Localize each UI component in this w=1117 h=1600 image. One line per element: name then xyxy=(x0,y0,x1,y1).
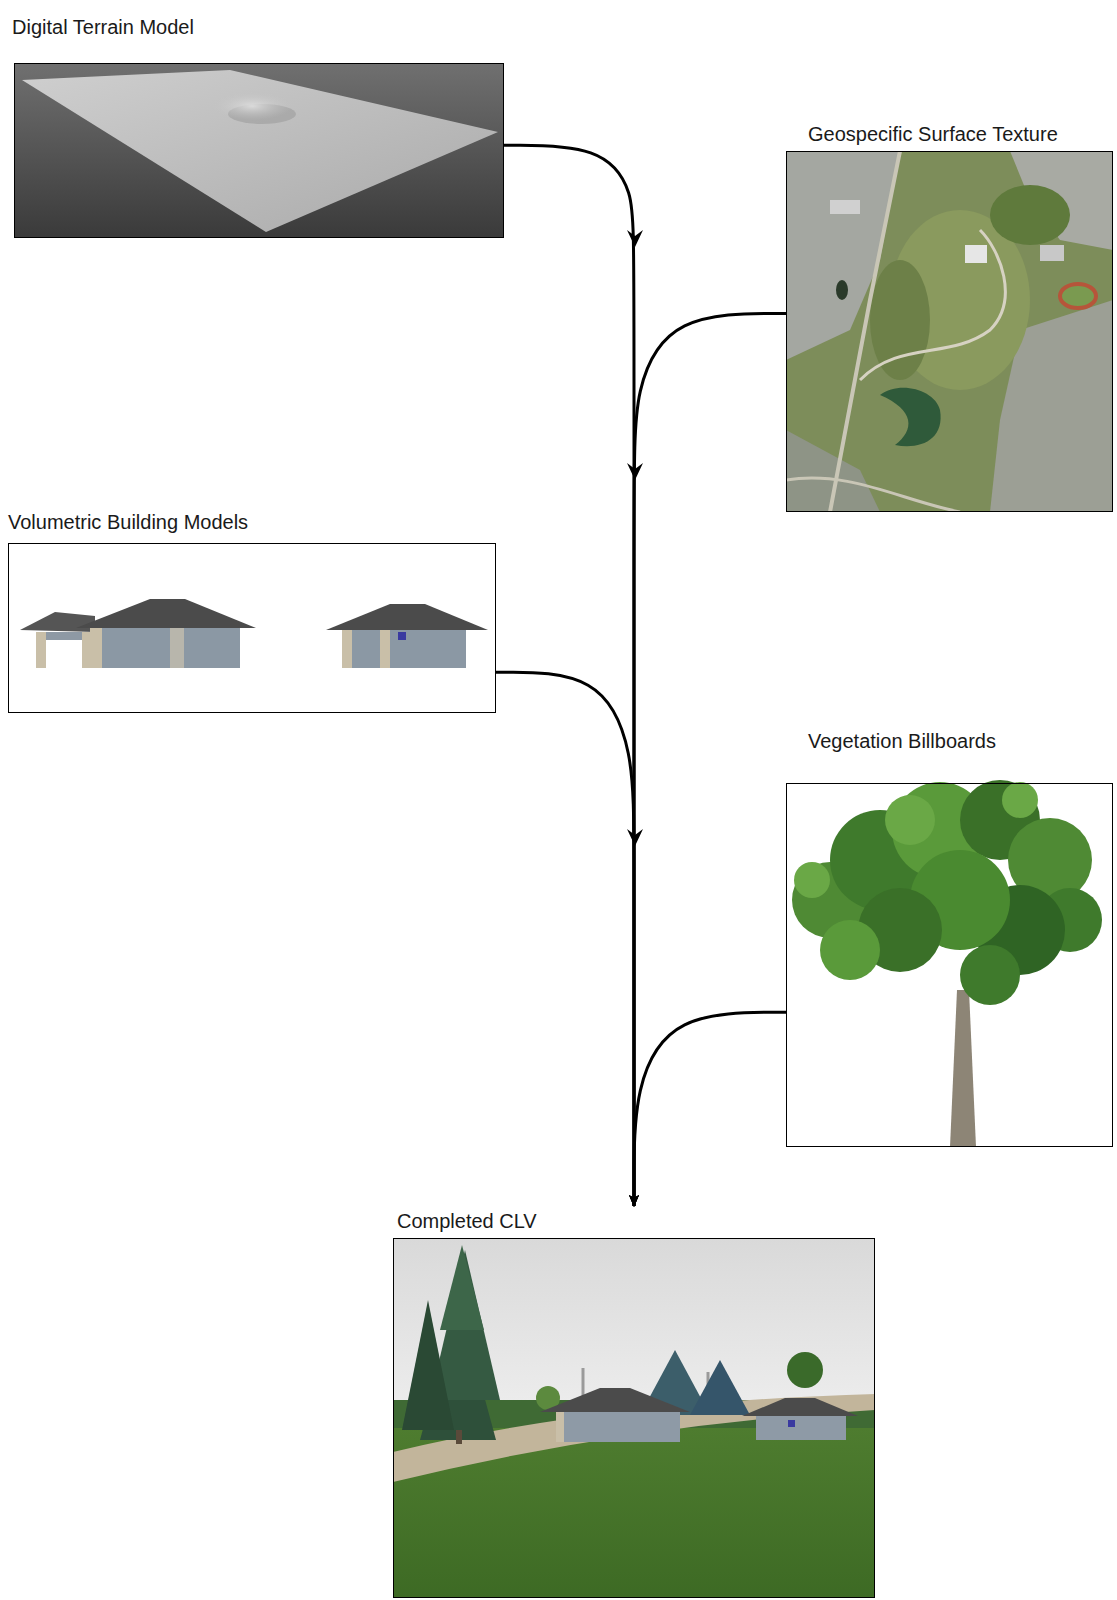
roof xyxy=(540,1388,690,1412)
panel-frame xyxy=(786,151,1113,512)
woodland xyxy=(870,260,930,380)
column xyxy=(380,630,390,668)
terrain-hill xyxy=(212,92,292,120)
conifer xyxy=(440,1245,484,1330)
panel-heading: Geospecific Surface Texture xyxy=(808,121,1117,147)
trunk xyxy=(456,1430,462,1444)
tree-trunk xyxy=(950,990,976,1147)
column xyxy=(170,628,184,668)
wall xyxy=(90,628,240,668)
tree-canopy xyxy=(792,780,1102,1005)
building-roof xyxy=(965,245,987,263)
leaf-cluster xyxy=(1002,782,1038,818)
picture-panel: Geospecific Surface Texture xyxy=(786,121,1117,512)
conifer xyxy=(402,1300,454,1430)
picture-panel: Volumetric Building Models xyxy=(8,509,500,713)
arrowhead xyxy=(627,230,643,247)
road xyxy=(860,230,1005,380)
scene-render xyxy=(393,1238,875,1598)
building-roof xyxy=(1040,245,1064,261)
column xyxy=(342,630,352,668)
leaf-cluster xyxy=(960,945,1020,1005)
picture-panel: Completed CLV xyxy=(393,1208,879,1598)
terrain-illustration xyxy=(14,63,504,238)
wall xyxy=(556,1412,680,1442)
roof xyxy=(326,604,488,630)
flow-arrow xyxy=(496,672,634,1206)
panel-heading: Volumetric Building Models xyxy=(8,509,500,535)
panel-frame xyxy=(8,543,496,713)
wall xyxy=(756,1416,846,1440)
picture-panel: Vegetation Billboards xyxy=(786,728,1117,1147)
aerial-photo xyxy=(786,151,1113,512)
building-roof xyxy=(830,200,860,214)
column xyxy=(556,1412,564,1442)
picture-panel: Digital Terrain Model xyxy=(14,14,510,238)
panel-frame xyxy=(14,63,504,238)
aerial-ground xyxy=(786,151,1113,512)
road xyxy=(830,151,900,512)
leaf-cluster xyxy=(794,862,830,898)
pond xyxy=(880,388,941,446)
roof xyxy=(20,612,95,632)
leaf-cluster xyxy=(885,795,935,845)
panel-heading: Digital Terrain Model xyxy=(12,14,510,40)
panel-heading: Completed CLV xyxy=(397,1208,879,1234)
sign xyxy=(398,632,406,640)
flow-arrow xyxy=(504,145,634,1206)
roof xyxy=(742,1398,858,1416)
sign xyxy=(788,1420,795,1427)
road xyxy=(786,478,960,512)
woodland xyxy=(990,185,1070,245)
terrain-surface xyxy=(22,70,498,232)
column xyxy=(90,628,102,668)
panel-frame xyxy=(786,783,1113,1147)
flow-arrow xyxy=(634,1012,786,1206)
terrain-background xyxy=(14,63,504,238)
spruce xyxy=(690,1360,750,1415)
flow-arrow xyxy=(634,313,786,1206)
panel-frame xyxy=(393,1238,875,1598)
leaf-cluster xyxy=(820,920,880,980)
column xyxy=(36,632,46,668)
roof xyxy=(76,599,256,628)
wall xyxy=(342,630,466,668)
running-track xyxy=(1060,284,1096,308)
tree xyxy=(787,1352,823,1388)
tree-billboard xyxy=(792,780,1102,1147)
building-models xyxy=(20,599,488,668)
panel-heading: Vegetation Billboards xyxy=(808,728,1117,754)
pond xyxy=(836,280,848,300)
